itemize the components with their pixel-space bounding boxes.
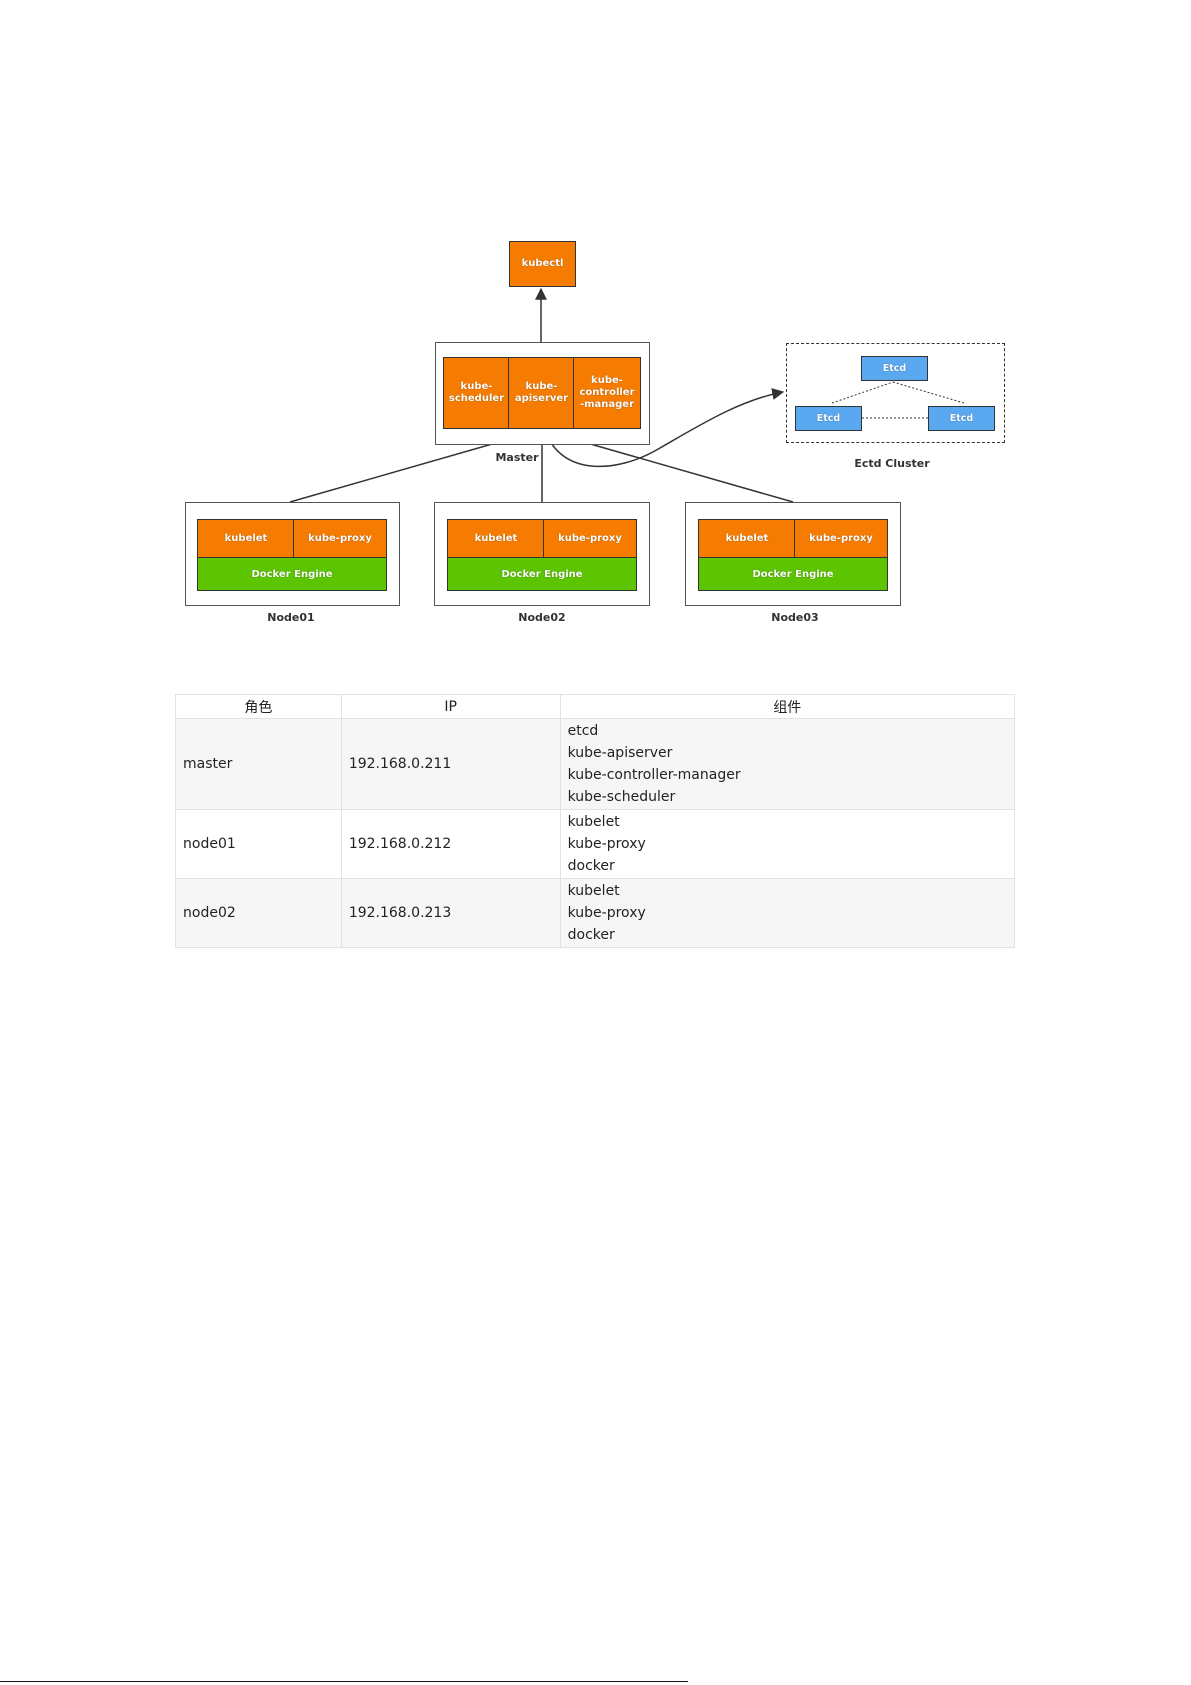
architecture-diagram: kubectl kube- scheduler kube- apiserver … bbox=[0, 0, 1191, 660]
master-label: Master bbox=[495, 451, 539, 464]
etcd-link-right bbox=[892, 381, 965, 404]
roles-table: 角色 IP 组件 master 192.168.0.211 etcd kube-… bbox=[175, 694, 1016, 948]
header-components: 组件 bbox=[559, 694, 1016, 719]
etcd-cluster-container bbox=[786, 343, 1005, 443]
component-item: kube-controller-manager bbox=[567, 767, 741, 783]
etcd-link-left bbox=[831, 381, 894, 404]
ip-cell: 192.168.0.211 bbox=[340, 718, 561, 810]
node03-label: Node03 bbox=[771, 611, 819, 624]
components-cell: kubelet kube-proxy docker bbox=[559, 809, 1016, 879]
etcd-cluster-label: Ectd Cluster bbox=[854, 457, 930, 470]
footer-rule bbox=[0, 1681, 688, 1682]
etcd-box-right: Etcd bbox=[928, 406, 995, 431]
kube-apiserver-box: kube- apiserver bbox=[508, 357, 575, 429]
kubectl-box: kubectl bbox=[509, 241, 576, 287]
component-item: docker bbox=[567, 927, 615, 943]
node03-kubelet-box: kubelet bbox=[698, 519, 796, 559]
kube-scheduler-box: kube- scheduler bbox=[443, 357, 510, 429]
components-cell: kubelet kube-proxy docker bbox=[559, 878, 1016, 948]
role-cell: master bbox=[175, 718, 342, 810]
role-cell: node01 bbox=[175, 809, 342, 879]
component-item: kubelet bbox=[567, 814, 620, 830]
node01-kubelet-box: kubelet bbox=[197, 519, 295, 559]
component-item: kube-apiserver bbox=[567, 745, 673, 761]
role-cell: node02 bbox=[175, 878, 342, 948]
header-role: 角色 bbox=[175, 694, 342, 719]
component-item: etcd bbox=[567, 723, 599, 739]
component-item: kube-proxy bbox=[567, 836, 646, 852]
node02-kubelet-box: kubelet bbox=[447, 519, 545, 559]
node03-docker-engine-box: Docker Engine bbox=[698, 557, 888, 591]
node03-kube-proxy-box: kube-proxy bbox=[794, 519, 888, 559]
table-row: node02 192.168.0.213 kubelet kube-proxy … bbox=[175, 878, 1016, 948]
table-row: master 192.168.0.211 etcd kube-apiserver… bbox=[175, 718, 1016, 810]
node01-kube-proxy-box: kube-proxy bbox=[293, 519, 387, 559]
component-item: kube-proxy bbox=[567, 905, 646, 921]
ip-cell: 192.168.0.212 bbox=[340, 809, 561, 879]
header-ip: IP bbox=[340, 694, 561, 719]
components-cell: etcd kube-apiserver kube-controller-mana… bbox=[559, 718, 1016, 810]
etcd-box-left: Etcd bbox=[795, 406, 862, 431]
master-etcd-arrow bbox=[542, 388, 785, 468]
component-item: kube-scheduler bbox=[567, 789, 676, 805]
etcd-box-top: Etcd bbox=[861, 356, 928, 381]
node02-label: Node02 bbox=[518, 611, 566, 624]
ip-cell: 192.168.0.213 bbox=[340, 878, 561, 948]
component-item: docker bbox=[567, 858, 615, 874]
node01-label: Node01 bbox=[267, 611, 315, 624]
node02-kube-proxy-box: kube-proxy bbox=[543, 519, 637, 559]
table-row: node01 192.168.0.212 kubelet kube-proxy … bbox=[175, 809, 1016, 879]
table-header-row: 角色 IP 组件 bbox=[175, 694, 1016, 719]
node01-docker-engine-box: Docker Engine bbox=[197, 557, 387, 591]
node02-docker-engine-box: Docker Engine bbox=[447, 557, 637, 591]
kube-controller-manager-box: kube- controller -manager bbox=[573, 357, 641, 429]
component-item: kubelet bbox=[567, 883, 620, 899]
